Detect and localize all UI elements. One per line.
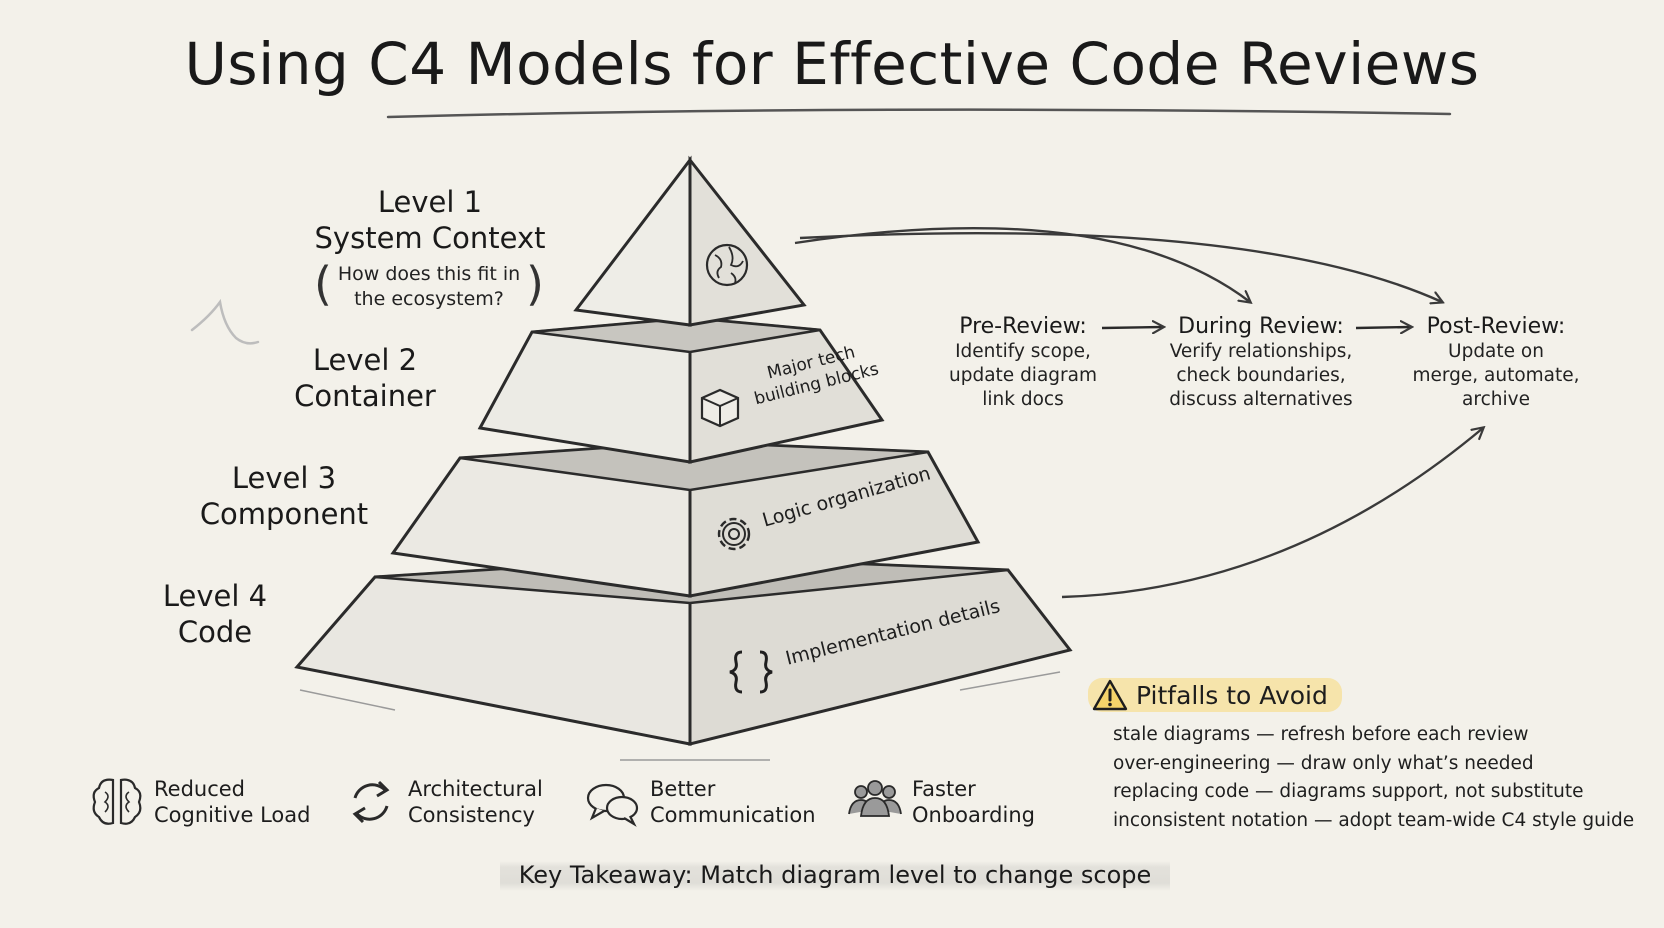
pitfall-item: stale diagrams — refresh before each rev… [1113,724,1529,745]
brain-icon [92,778,142,825]
arrow-apex-to-post-review [799,232,1442,302]
braces-icon [729,650,773,694]
level-1-label: Level 1 System Context [314,185,546,255]
review-step-post: Post-Review: Update on merge, automate, … [1412,314,1580,410]
pitfall-item: over-engineering — draw only what’s need… [1113,752,1534,774]
globe-icon [705,243,749,287]
gear-icon [717,517,751,551]
arrow-pre-to-during [1101,327,1163,328]
arrow-code-to-post-review [1061,428,1483,599]
review-step-during: During Review: Verify relationships, che… [1169,314,1353,410]
arrow-during-to-post [1355,327,1411,328]
warning-icon [1092,679,1128,711]
benefit-architectural-consistency: Architectural Consistency [408,777,543,827]
arrow-apex-to-during-review [794,226,1250,302]
pyramid-tier-component [390,440,981,598]
chat-bubbles-icon [586,783,639,827]
pyramid-tier-system-context [573,155,807,327]
pitfall-item: replacing code — diagrams support, not s… [1113,781,1584,802]
level-3-label: Level 3 Component [199,461,369,531]
pitfalls-list: stale diagrams — refresh before each rev… [1113,721,1634,835]
level-1-question: ( How does this fit in the ecosystem? ) [314,257,544,311]
page-title: Using C4 Models for Effective Code Revie… [184,30,1480,98]
refresh-icon [352,780,390,824]
benefit-communication: Better Communication [650,777,816,827]
people-icon [848,780,902,817]
title-underline [386,108,1452,119]
pitfalls-title: Pitfalls to Avoid [1136,680,1328,710]
pitfall-item: inconsistent notation — adopt team-wide … [1113,809,1635,831]
pitfalls-header: Pitfalls to Avoid [1088,678,1342,712]
benefit-cognitive-load: Reduced Cognitive Load [154,777,311,827]
benefit-onboarding: Faster Onboarding [912,777,1035,827]
review-step-pre: Pre-Review: Identify scope, update diagr… [949,314,1097,410]
key-takeaway: Key Takeaway: Match diagram level to cha… [500,855,1170,895]
cube-icon [700,388,740,428]
scribble-mark [190,298,260,345]
level-2-label: Level 2 Container [294,343,436,413]
pyramid-tier-container [477,316,885,464]
level-4-label: Level 4 Code [162,579,268,649]
